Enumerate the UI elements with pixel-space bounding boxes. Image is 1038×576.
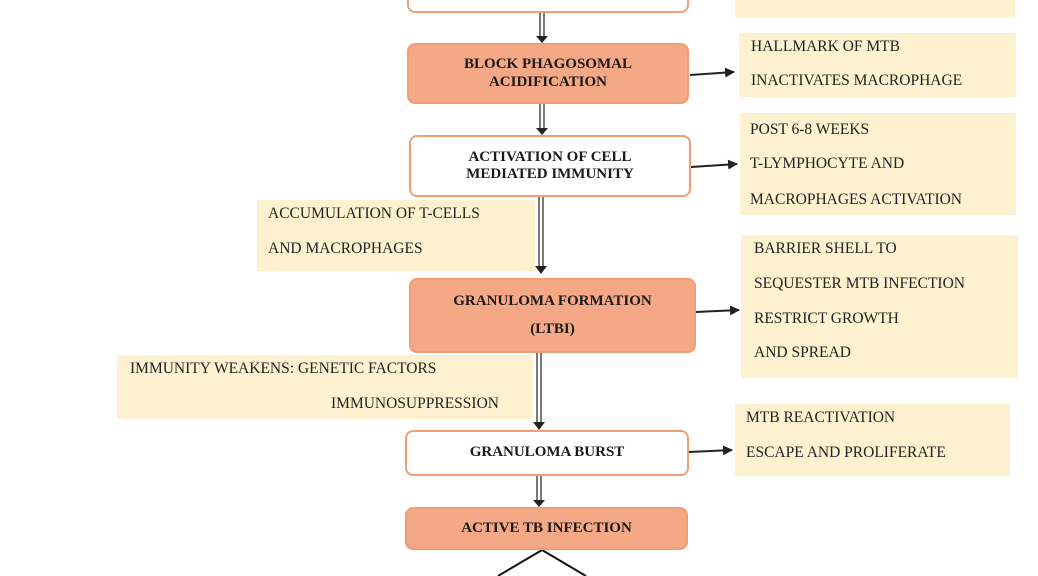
note-line: POST 6-8 WEEKS xyxy=(750,121,870,138)
block-phagosomal-acidification-box: BLOCK PHAGOSOMAL ACIDIFICATION xyxy=(407,43,689,104)
step-label: (LTBI) xyxy=(530,320,575,337)
side-arrows xyxy=(688,67,740,456)
note-line: IMMUNITY WEAKENS: GENETIC FACTORS xyxy=(130,360,437,377)
top-step-box xyxy=(407,0,689,13)
step-label: GRANULOMA FORMATION xyxy=(453,293,652,310)
immunity-weakens-note: IMMUNITY WEAKENS: GENETIC FACTORS IMMUNO… xyxy=(117,355,533,419)
vertical-arrowheads xyxy=(533,36,548,507)
note-line: RESTRICT GROWTH xyxy=(754,310,899,327)
step-label: MEDIATED IMMUNITY xyxy=(466,166,634,182)
note-line: HALLMARK OF MTB xyxy=(751,38,900,55)
granuloma-formation-box: GRANULOMA FORMATION (LTBI) xyxy=(409,278,696,353)
note-line: T-LYMPHOCYTE AND xyxy=(750,155,905,172)
vertical-arrows xyxy=(536,13,545,500)
note-line: INACTIVATES MACROPHAGE xyxy=(751,72,963,89)
note-line: ACCUMULATION OF T-CELLS xyxy=(268,205,480,222)
reactivation-note: MTB REACTIVATION ESCAPE AND PROLIFERATE xyxy=(735,404,1010,476)
step-label: GRANULOMA BURST xyxy=(469,444,625,461)
step-label: BLOCK PHAGOSOMAL xyxy=(464,56,632,73)
step-label: ACTIVATION OF CELL xyxy=(468,148,632,165)
note-line: BARRIER SHELL TO xyxy=(754,240,897,257)
top-note-partial xyxy=(735,0,1015,17)
step-label: ACIDIFICATION xyxy=(488,73,608,90)
hallmark-note: HALLMARK OF MTB INACTIVATES MACROPHAGE xyxy=(739,33,1016,97)
active-tb-infection-box: ACTIVE TB INFECTION xyxy=(405,507,688,550)
branch-lines xyxy=(497,549,587,576)
barrier-shell-note: BARRIER SHELL TO SEQUESTER MTB INFECTION… xyxy=(741,235,1018,378)
note-line: MACROPHAGES ACTIVATION xyxy=(750,191,963,208)
granuloma-burst-box: GRANULOMA BURST xyxy=(405,430,689,476)
note-line: ESCAPE AND PROLIFERATE xyxy=(746,444,946,461)
accumulation-note: ACCUMULATION OF T-CELLS AND MACROPHAGES xyxy=(257,200,535,271)
note-line: AND SPREAD xyxy=(754,344,851,361)
note-line: MTB REACTIVATION xyxy=(746,409,896,426)
post-weeks-note: POST 6-8 WEEKS T-LYMPHOCYTE AND MACROPHA… xyxy=(740,113,1016,215)
cell-mediated-immunity-box: ACTIVATION OF CELL MEDIATED IMMUNITY xyxy=(409,135,691,197)
note-line: AND MACROPHAGES xyxy=(268,240,423,257)
note-line: IMMUNOSUPPRESSION xyxy=(331,395,499,412)
note-line: SEQUESTER MTB INFECTION xyxy=(754,275,965,292)
step-label: ACTIVE TB INFECTION xyxy=(461,519,632,536)
